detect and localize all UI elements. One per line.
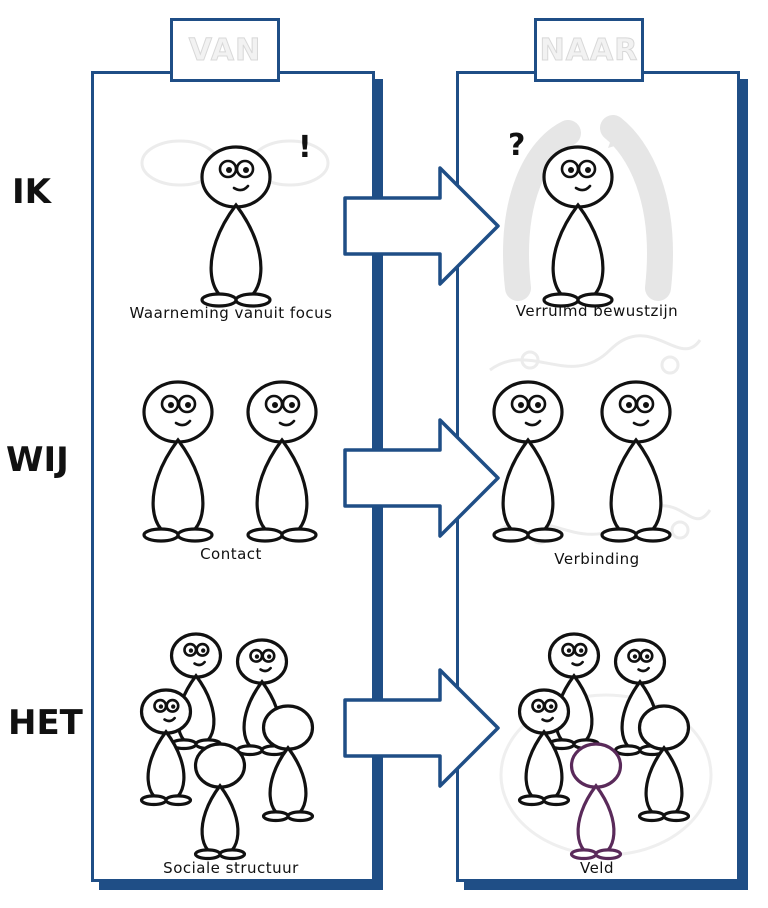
figure-het-naar-4: [637, 704, 691, 823]
naar-header: NAAR: [534, 18, 644, 82]
exclamation-mark: !: [298, 130, 312, 165]
figure-wij-van-2: [246, 380, 318, 543]
caption-veld: Veld: [579, 859, 614, 877]
row-label-het: HET: [8, 703, 83, 743]
caption-sociale-structuur: Sociale structuur: [163, 859, 299, 877]
caption-waarneming: Waarneming vanuit focus: [129, 304, 333, 322]
arrow-het: [343, 668, 500, 788]
figure-het-naar-highlight: [569, 742, 623, 861]
van-header-text: VAN: [188, 32, 262, 68]
naar-header-text: NAAR: [539, 32, 639, 68]
row-label-ik: IK: [12, 172, 51, 212]
row-label-wij: WIJ: [6, 440, 69, 480]
figure-het-van-4: [261, 704, 315, 823]
figure-het-naar-3: [517, 688, 571, 807]
arrow-ik: [343, 166, 500, 286]
faded-arcs-icon: [503, 115, 673, 301]
figure-wij-naar-1: [492, 380, 564, 543]
question-mark: ?: [508, 128, 526, 163]
caption-verbinding: Verbinding: [554, 550, 640, 568]
figure-wij-naar-2: [600, 380, 672, 543]
figure-het-van-5: [193, 742, 247, 861]
figure-wij-van-1: [142, 380, 214, 543]
figure-ik-van: [200, 145, 272, 308]
figure-ik-naar: [542, 145, 614, 308]
van-header: VAN: [170, 18, 280, 82]
figure-het-van-3: [139, 688, 193, 807]
arrow-wij: [343, 418, 500, 538]
figure-het-van-1: [169, 632, 223, 751]
caption-verruimd: Verruimd bewustzijn: [515, 302, 679, 320]
caption-contact: Contact: [200, 545, 262, 563]
